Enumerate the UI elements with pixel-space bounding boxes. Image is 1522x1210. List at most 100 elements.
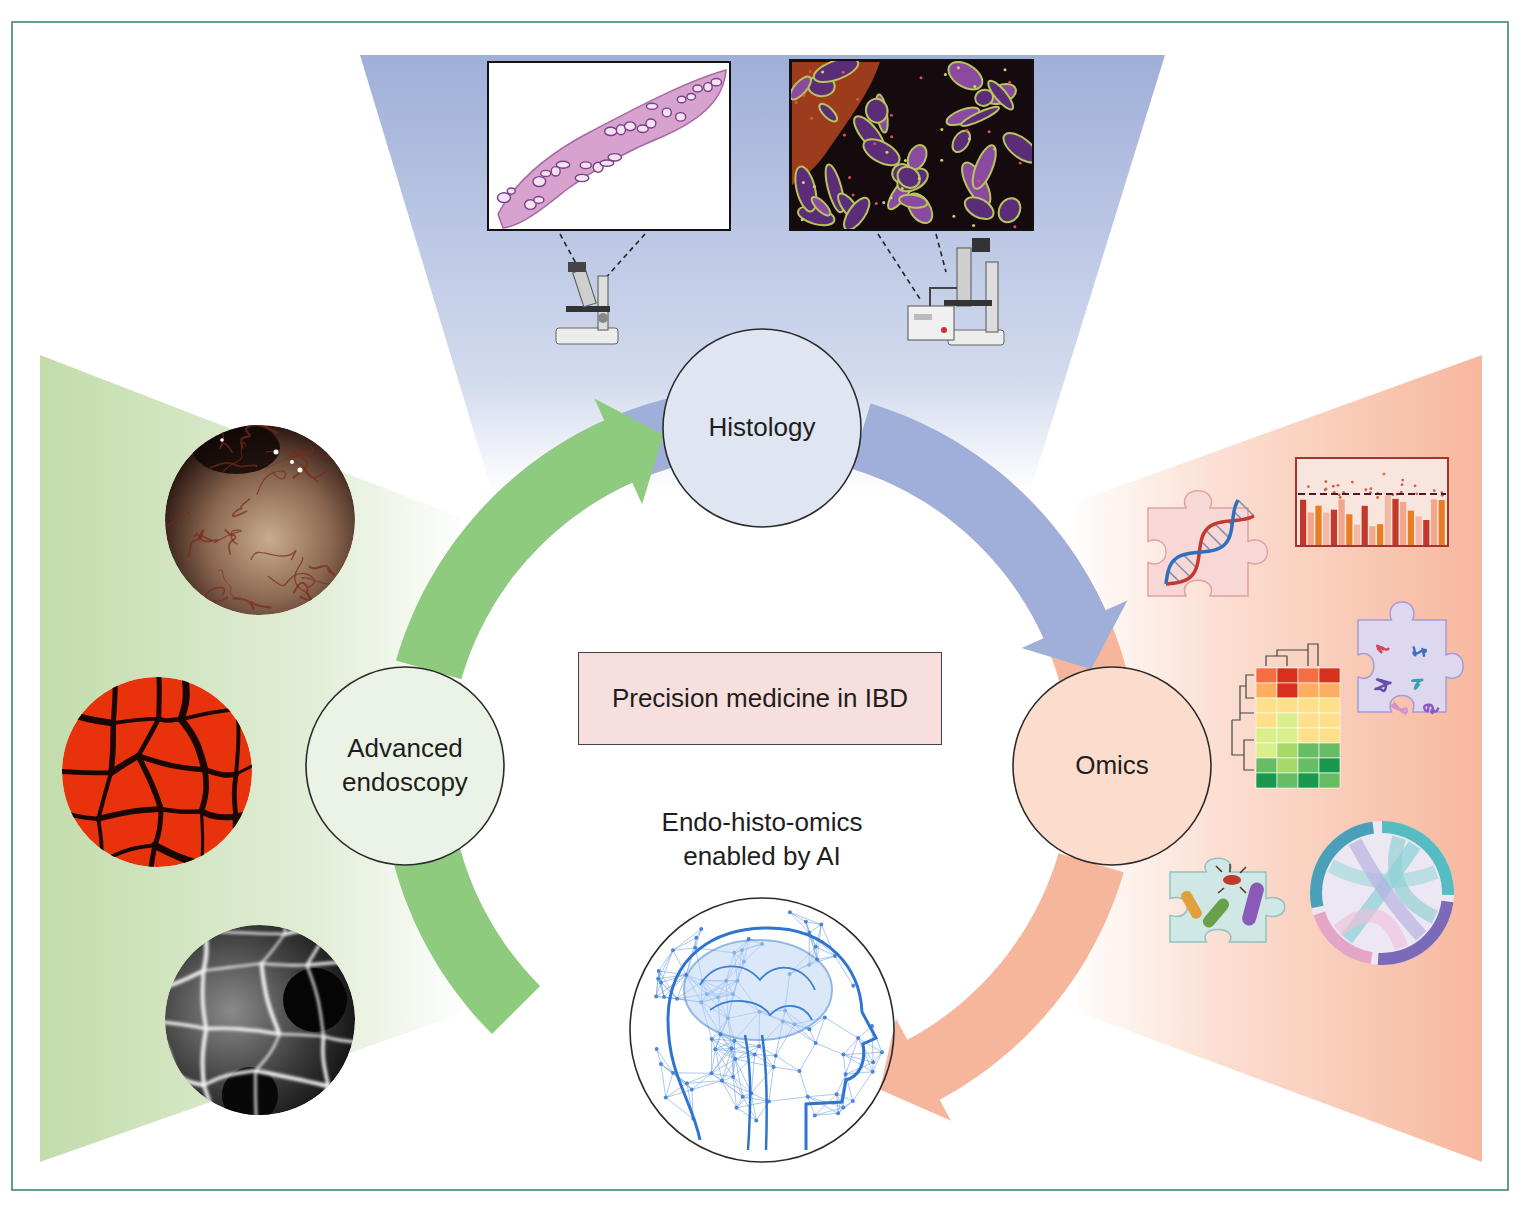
endomicroscopy-image bbox=[110, 1017, 151, 1020]
ai-brain-illustration bbox=[659, 950, 673, 971]
chromoendoscopy-image bbox=[321, 905, 336, 950]
he-slide-image bbox=[677, 96, 686, 103]
he-slide-image bbox=[676, 113, 686, 121]
fluorescence-microscope-icon bbox=[930, 288, 957, 306]
endoscopy-image bbox=[251, 550, 296, 560]
cycle-arrow bbox=[880, 853, 1124, 1121]
endomicroscopy-image bbox=[307, 962, 385, 965]
ai-brain-illustration bbox=[711, 1049, 715, 1073]
endoscopy-image bbox=[313, 454, 345, 472]
endomicroscopy-image bbox=[203, 1029, 207, 1085]
circle-outline bbox=[1013, 667, 1211, 865]
he-slide-image bbox=[608, 154, 621, 161]
endomicroscopy-image bbox=[163, 926, 166, 987]
omics-icon bbox=[1238, 500, 1254, 516]
chromoendoscopy-image bbox=[161, 809, 201, 812]
omics-icon bbox=[1298, 713, 1319, 728]
endomicroscopy-image bbox=[316, 1120, 320, 1183]
ai-brain-illustration bbox=[751, 1067, 773, 1093]
ai-brain-illustration bbox=[813, 1113, 817, 1117]
endomicroscopy-image bbox=[106, 872, 118, 926]
ai-brain-illustration bbox=[699, 927, 703, 931]
chromoendoscopy-image bbox=[238, 709, 282, 725]
endomicroscopy-image bbox=[209, 1180, 255, 1200]
chromoendoscopy-image bbox=[69, 670, 75, 714]
endoscopy-image bbox=[233, 499, 250, 517]
endomicroscopy-image bbox=[261, 963, 279, 1034]
omics-icon bbox=[1277, 698, 1298, 713]
chromoendoscopy-image bbox=[8, 937, 10, 995]
chromoendoscopy-image bbox=[193, 865, 202, 887]
chromoendoscopy-image bbox=[185, 642, 196, 677]
omics-icon bbox=[1324, 480, 1327, 483]
endomicroscopy-image bbox=[307, 965, 324, 1036]
cycle-arrow bbox=[396, 399, 663, 680]
chromoendoscopy-image bbox=[155, 845, 202, 865]
endomicroscopy-image bbox=[204, 931, 207, 971]
endomicroscopy-image bbox=[256, 1147, 258, 1180]
ai-brain-illustration bbox=[816, 924, 821, 946]
ai-brain-illustration bbox=[823, 1016, 827, 1020]
chromoendoscopy-image bbox=[15, 639, 54, 643]
if-slide-image bbox=[890, 135, 893, 138]
endoscopy-image bbox=[206, 588, 228, 602]
chromoendoscopy-image bbox=[100, 888, 112, 937]
ai-brain-illustration bbox=[774, 1067, 800, 1071]
chromoendoscopy-image bbox=[9, 666, 14, 717]
endomicroscopy-image bbox=[483, 1033, 489, 1078]
frame bbox=[12, 22, 1508, 1190]
endomicroscopy-image bbox=[209, 1131, 214, 1200]
endomicroscopy-image bbox=[417, 1129, 421, 1195]
ai-brain-illustration bbox=[806, 1095, 810, 1099]
ai-brain-illustration bbox=[713, 1047, 717, 1051]
omics-icon bbox=[1346, 514, 1352, 545]
omics-icon bbox=[1310, 821, 1454, 965]
endoscopy-image bbox=[241, 425, 277, 448]
omics-icon bbox=[1296, 458, 1448, 546]
if-slide-image bbox=[885, 151, 888, 154]
ai-brain-illustration bbox=[732, 1046, 759, 1048]
ai-brain-illustration bbox=[661, 1064, 666, 1097]
endoscopy-image bbox=[128, 422, 386, 615]
endomicroscopy-image bbox=[106, 869, 179, 872]
chromoendoscopy-image bbox=[155, 809, 161, 845]
ai-brain-illustration bbox=[871, 1070, 875, 1074]
chromoendoscopy-image bbox=[181, 677, 186, 719]
chromoendoscopy-image bbox=[155, 639, 197, 644]
endoscopy-image bbox=[128, 422, 386, 609]
chromoendoscopy-image bbox=[98, 861, 102, 887]
chromoendoscopy-image bbox=[249, 889, 278, 908]
chromoendoscopy-image bbox=[101, 625, 114, 664]
omics-icon bbox=[1375, 680, 1391, 691]
ai-brain-illustration bbox=[712, 1039, 732, 1049]
omics-icon bbox=[1277, 683, 1298, 698]
he-slide-image bbox=[497, 70, 726, 228]
if-slide-image bbox=[791, 73, 815, 102]
chromoendoscopy-image bbox=[193, 887, 249, 889]
omics-icon bbox=[1174, 560, 1191, 577]
endomicroscopy-image bbox=[280, 885, 307, 887]
if-slide-image bbox=[842, 71, 845, 74]
chromoendoscopy-image bbox=[10, 717, 18, 761]
endomicroscopy-image bbox=[414, 966, 427, 1021]
ai-brain-illustration bbox=[733, 1077, 736, 1108]
leader-line bbox=[602, 234, 645, 282]
if-slide-image bbox=[952, 215, 955, 218]
if-slide-image bbox=[809, 70, 812, 73]
omics-circle: Omics bbox=[1012, 666, 1212, 866]
omics-icon bbox=[1148, 491, 1268, 596]
node-label: Omics bbox=[1075, 749, 1149, 783]
ai-brain-illustration bbox=[759, 1046, 776, 1056]
chromoendoscopy-image bbox=[234, 774, 236, 817]
if-slide-image bbox=[839, 194, 874, 229]
omics-icon bbox=[1298, 683, 1319, 698]
ai-brain-illustration bbox=[715, 1048, 731, 1050]
ai-brain-illustration bbox=[694, 936, 698, 940]
chromoendoscopy-image bbox=[316, 635, 338, 678]
omics-icon bbox=[1400, 502, 1406, 545]
if-slide-image bbox=[882, 201, 885, 204]
omics-icon bbox=[1395, 838, 1435, 918]
omics-icon bbox=[1358, 602, 1463, 712]
